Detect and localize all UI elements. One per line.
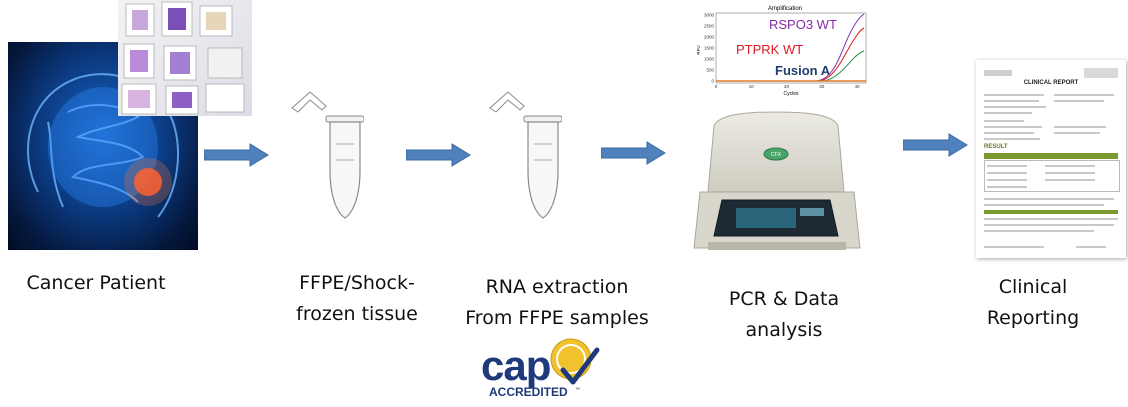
report-title: CLINICAL REPORT	[1023, 80, 1079, 86]
clinical-report-document: CLINICAL REPORT RESULT	[976, 60, 1126, 258]
step-label-pcr-analysis: PCR & Data analysis	[728, 288, 840, 341]
rna-tube-icon	[482, 86, 563, 226]
tissue-slides-photo	[118, 0, 252, 116]
arrow-right-icon	[406, 143, 471, 167]
x-tick-label: 40	[854, 84, 860, 89]
x-tick-label: 0	[715, 84, 718, 89]
y-tick-label: 500	[706, 68, 714, 73]
instrument-screen-text: CFX	[771, 152, 782, 158]
y-tick-label: 2000	[704, 35, 715, 40]
series-label-fusion: Fusion A	[775, 63, 831, 78]
tumor-highlight	[134, 168, 162, 196]
x-tick-label: 10	[749, 84, 755, 89]
step-label-rna-extraction: RNA extraction From FFPE samples	[465, 276, 649, 329]
step-label-ffpe-tissue: FFPE/Shock- frozen tissue	[296, 272, 418, 325]
arrow-right-icon	[903, 133, 968, 157]
step-label-cancer-patient: Cancer Patient	[26, 272, 166, 294]
y-tick-label: 3000	[704, 13, 715, 18]
y-tick-label: 0	[711, 79, 714, 84]
sample-tube-icon	[284, 86, 365, 226]
cap-accredited-logo: cap ACCREDITED ™	[475, 334, 610, 402]
curve-fusion	[716, 50, 865, 82]
x-tick-label: 20	[784, 84, 790, 89]
curve-rspo3	[716, 13, 865, 82]
curve-ptprk	[716, 27, 865, 82]
x-tick-label: 30	[819, 84, 825, 89]
plot-xlabel: Cycles	[783, 91, 799, 97]
arrow-right-icon	[204, 143, 269, 167]
report-result-table	[984, 160, 1120, 192]
accredited-text: ACCREDITED	[489, 385, 568, 399]
y-tick-label: 1000	[704, 57, 715, 62]
report-logo	[984, 70, 1012, 76]
plot-title: Amplification	[768, 6, 802, 12]
arrow-right-icon	[601, 141, 666, 165]
report-section-title: RESULT	[984, 144, 1008, 150]
svg-text:™: ™	[575, 387, 580, 393]
series-label-rspo3: RSPO3 WT	[769, 17, 837, 32]
y-tick-label: 1500	[704, 46, 715, 51]
step-label-clinical-reporting: Clinical Reporting	[986, 276, 1080, 329]
cassette-illustration	[121, 1, 245, 115]
series-label-ptprk: PTPRK WT	[736, 42, 803, 57]
abdomen-illustration	[27, 73, 179, 218]
plot-ylabel: RFU	[696, 45, 701, 54]
checkmark-icon	[560, 347, 600, 385]
amplification-plot: Amplification 3000 2500 2000 1500 1000 500 0 0…	[696, 2, 874, 97]
y-tick-label: 2500	[704, 24, 715, 29]
pcr-instrument-image: CFX	[688, 108, 866, 258]
cap-logo-text: cap	[481, 342, 550, 389]
